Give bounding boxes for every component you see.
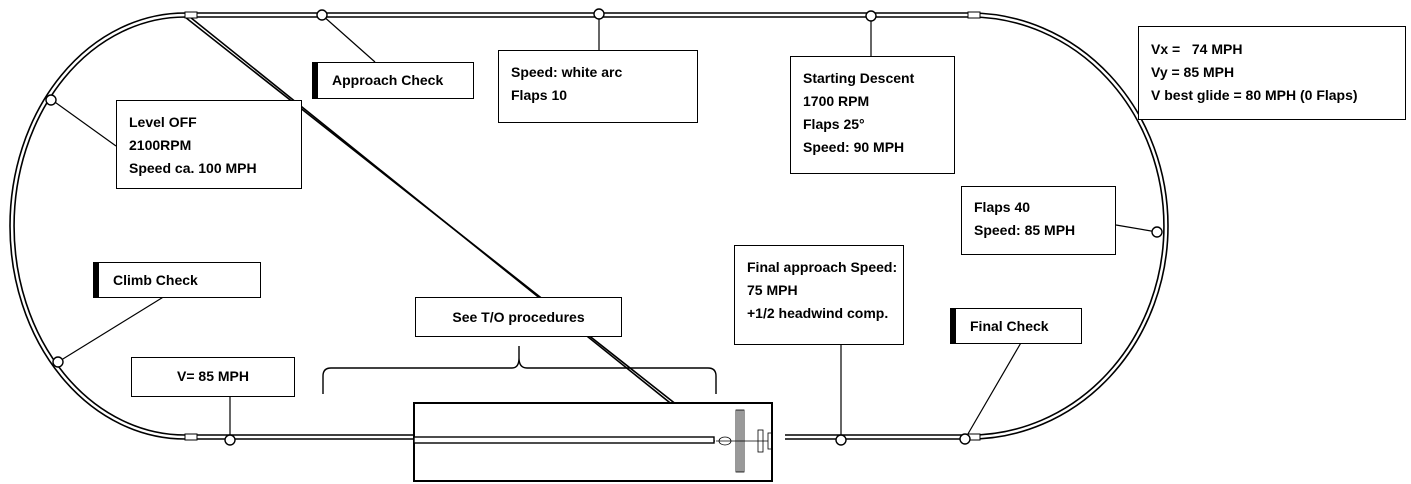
checkpoint-node <box>224 434 236 446</box>
vx-text: Vx = 74 MPH <box>1151 41 1243 57</box>
checkpoint-node <box>45 94 57 106</box>
v-best-glide-text: V best glide = 80 MPH (0 Flaps) <box>1151 87 1358 103</box>
vy-text: Vy = 85 MPH <box>1151 64 1235 80</box>
starting-descent-box: Starting Descent 1700 RPM Flaps 25° Spee… <box>790 56 955 174</box>
checkpoint-node <box>316 9 328 21</box>
final-check-label: Final Check <box>950 308 1082 344</box>
checkpoint-node <box>959 433 971 445</box>
white-arc-flaps-text: Flaps 10 <box>511 87 568 103</box>
white-arc-speed-text: Speed: white arc <box>511 64 623 80</box>
leader-final-check <box>964 340 1023 440</box>
corner-marker <box>967 11 981 19</box>
corner-marker <box>184 11 198 19</box>
checkpoint-node <box>593 8 605 20</box>
checkpoint-node <box>835 434 847 446</box>
pattern-inner-line <box>13 16 1165 436</box>
leader-level-off <box>51 99 117 147</box>
leader-flaps-40 <box>1115 224 1158 233</box>
checkpoint-node <box>865 10 877 22</box>
v-speeds-box: Vx = 74 MPH Vy = 85 MPH V best glide = 8… <box>1138 26 1406 120</box>
takeoff-bracket <box>322 346 717 394</box>
checkpoint-node <box>1151 226 1163 238</box>
flaps-40-box: Flaps 40 Speed: 85 MPH <box>961 186 1116 255</box>
takeoff-roll-line <box>413 436 715 444</box>
pattern-outer-line <box>9 12 1169 440</box>
v-85-label: V= 85 MPH <box>131 357 295 397</box>
airplane-icon <box>716 409 773 473</box>
checkpoint-node <box>52 356 64 368</box>
corner-marker <box>184 433 198 441</box>
final-approach-box: Final approach Speed: 75 MPH +1/2 headwi… <box>734 245 904 345</box>
see-to-procedures-label: See T/O procedures <box>415 297 622 337</box>
approach-check-label: Approach Check <box>312 62 474 99</box>
leader-climb-check <box>57 295 166 363</box>
leader-approach-check <box>321 14 376 63</box>
level-off-box: Level OFF 2100RPM Speed ca. 100 MPH <box>116 100 302 189</box>
climb-check-label: Climb Check <box>93 262 261 298</box>
speed-white-arc-box: Speed: white arc Flaps 10 <box>498 50 698 123</box>
